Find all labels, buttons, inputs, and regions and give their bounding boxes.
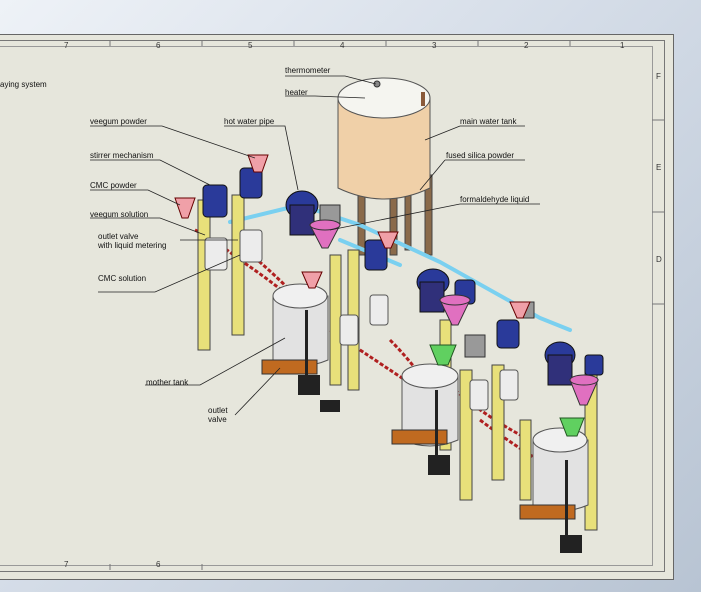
label-veegum-powder: veegum powder (90, 117, 147, 126)
label-thermometer: thermometer (285, 66, 331, 75)
label-heater: heater (285, 88, 308, 97)
label-outlet-valve-1: outlet (208, 406, 228, 415)
zone-top-5: 5 (248, 41, 253, 50)
label-veegum-solution: veegum solution (90, 210, 149, 219)
label-cmc-powder: CMC powder (90, 181, 137, 190)
zone-top-7: 7 (64, 41, 69, 50)
label-main-water-tank: main water tank (460, 117, 517, 126)
label-outlet-valve-metering-1: outlet valve (98, 232, 139, 241)
mother-tanks (272, 283, 589, 512)
label-outlet-valve-metering-2: with liquid metering (98, 241, 167, 250)
label-hot-water-pipe: hot water pipe (224, 117, 275, 126)
zone-top-6: 6 (156, 41, 161, 50)
zone-side-f: F (656, 72, 661, 81)
zone-bottom-7: 7 (64, 560, 69, 569)
zone-top-4: 4 (340, 41, 345, 50)
label-fused-silica-powder: fused silica powder (446, 151, 515, 160)
title-fragment: aying system (0, 80, 47, 89)
zone-side-e: E (656, 163, 662, 172)
zone-top-2: 2 (524, 41, 529, 50)
label-stirrer-mechanism: stirrer mechanism (90, 151, 154, 160)
label-mother-tank: mother tank (146, 378, 189, 387)
label-outlet-valve-2: valve (208, 415, 227, 424)
drawing-frame (0, 40, 665, 572)
drawing-inner-border (0, 46, 653, 566)
label-cmc-solution: CMC solution (98, 274, 147, 283)
zone-top-3: 3 (432, 41, 437, 50)
label-formaldehyde-liquid: formaldehyde liquid (460, 195, 530, 204)
zone-bottom-6: 6 (156, 560, 161, 569)
zone-side-d: D (656, 255, 662, 264)
main-water-tank (337, 77, 431, 200)
zone-top-1: 1 (620, 41, 625, 50)
